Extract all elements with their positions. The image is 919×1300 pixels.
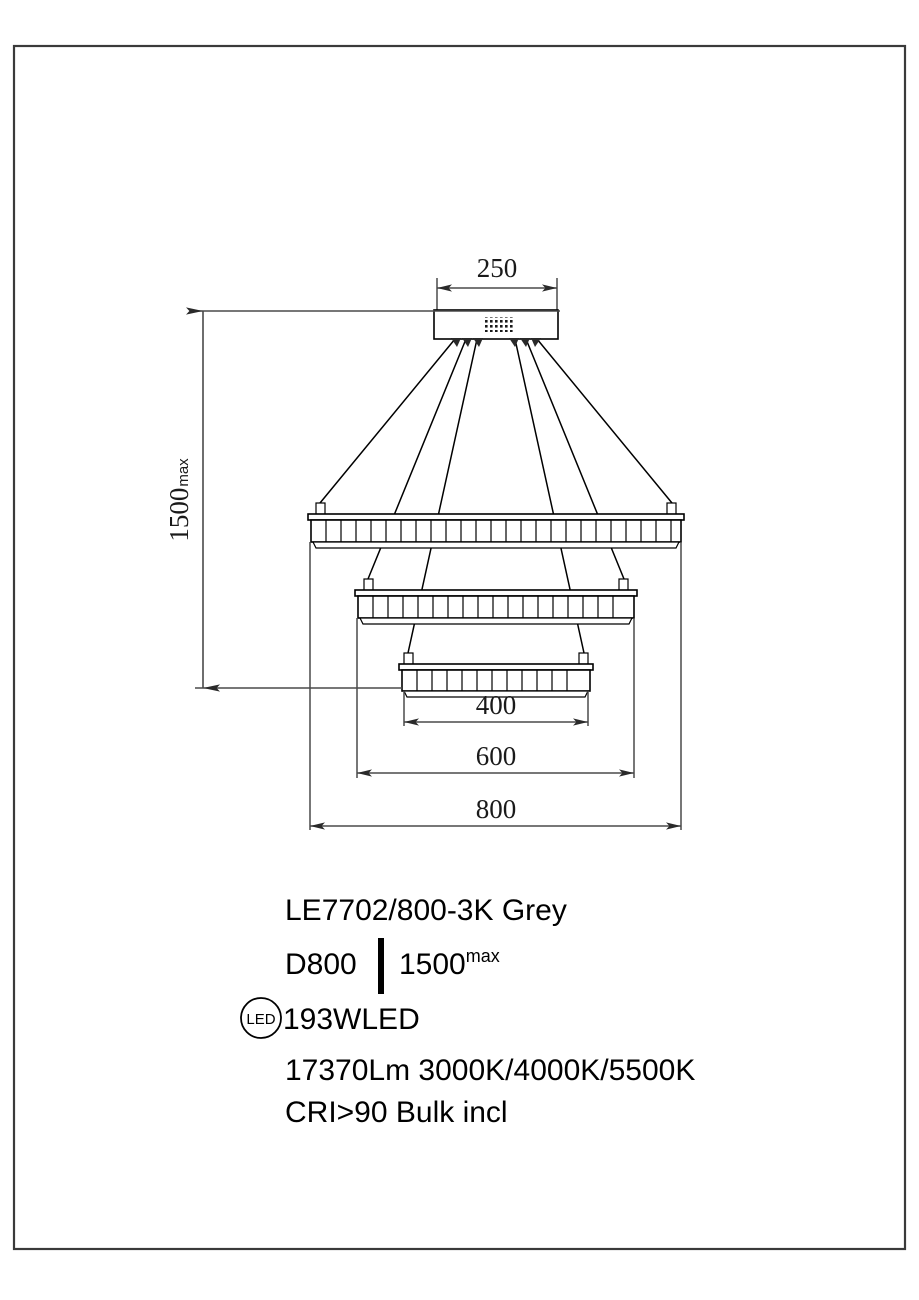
dimension-ring-medium: 600 (356, 618, 635, 778)
spec-drop: 1500max (399, 946, 500, 981)
ceiling-canopy (433, 309, 559, 340)
page-border (12, 44, 907, 1251)
spec-model: LE7702/800-3K Grey (285, 894, 567, 927)
dimension-label-600: 600 (476, 741, 517, 771)
spec-separator-bar (378, 938, 384, 994)
led-badge-icon: LED (240, 997, 282, 1039)
dimension-label-250: 250 (477, 253, 518, 283)
spec-wattage: 193WLED (283, 1003, 420, 1036)
spec-cri-bulb: CRI>90 Bulk incl (285, 1096, 508, 1129)
led-ring-medium (354, 578, 638, 625)
led-ring-large (307, 502, 685, 549)
led-badge-label: LED (246, 1011, 275, 1028)
grid-pattern-icon (483, 317, 513, 332)
dimension-drop-height: 1500max (164, 307, 560, 692)
dimension-canopy-width: 250 (436, 253, 558, 318)
spec-diameter: D800 (285, 948, 357, 981)
dimension-ring-large: 800 (309, 542, 682, 830)
dimension-label-800: 800 (476, 794, 517, 824)
dimension-ring-small: 400 (403, 690, 589, 726)
spec-lumens-cct: 17370Lm 3000K/4000K/5500K (285, 1054, 695, 1087)
dimension-label-400: 400 (476, 690, 517, 720)
spec-block: LE7702/800-3K Grey D800 1500max LED 193W… (240, 894, 695, 1129)
dimension-label-1500: 1500max (164, 458, 194, 542)
led-ring-small (398, 652, 594, 698)
